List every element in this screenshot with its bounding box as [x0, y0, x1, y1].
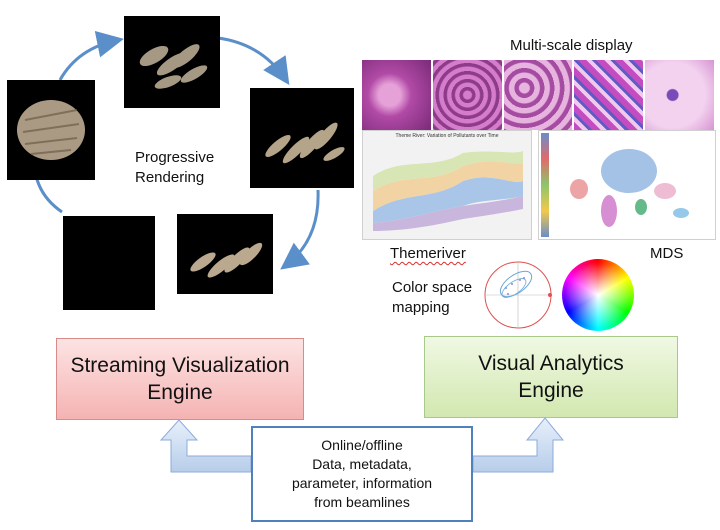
themeriver-label: Themeriver	[390, 245, 466, 262]
progressive-rendering-label: Progressive Rendering	[135, 149, 215, 187]
tissue-tile-4	[574, 60, 644, 130]
mds-colorbar	[541, 133, 549, 237]
beamline-data-box: Online/offline Data, metadata, parameter…	[251, 426, 473, 522]
render-thumb-right	[250, 88, 354, 188]
tissue-tile-3	[503, 60, 573, 130]
cycle-arrow-top-left	[58, 30, 124, 81]
color-wheel	[562, 259, 634, 331]
render-thumb-top	[124, 16, 220, 108]
multiscale-strip	[362, 60, 714, 130]
themeriver-panel: Theme River: Variation of Pollutants ove…	[362, 130, 532, 240]
stream-band-2	[373, 161, 523, 211]
stream-band-4	[373, 196, 523, 231]
arrow-to-analytics	[472, 417, 565, 473]
tissue-tile-1	[362, 60, 431, 130]
mds-panel	[538, 130, 716, 240]
tissue-tile-2	[432, 60, 502, 130]
cycle-arrow-top-right	[217, 36, 290, 85]
polar-plot	[484, 261, 552, 329]
render-thumb-bottom-right	[177, 214, 273, 294]
stream-band-3	[373, 151, 523, 191]
render-thumb-bottom-left	[63, 216, 155, 310]
stream-band-1	[373, 177, 523, 223]
mds-label: MDS	[650, 245, 684, 262]
cycle-arrow-right	[280, 189, 320, 270]
multiscale-label: Multi-scale display	[510, 37, 633, 54]
arrow-to-streaming	[159, 419, 252, 473]
color-space-label: Color space mapping	[392, 279, 473, 317]
themeriver-title: Theme River: Variation of Pollutants ove…	[395, 133, 499, 139]
tissue-tile-5	[645, 60, 714, 130]
render-thumb-left	[7, 80, 95, 180]
